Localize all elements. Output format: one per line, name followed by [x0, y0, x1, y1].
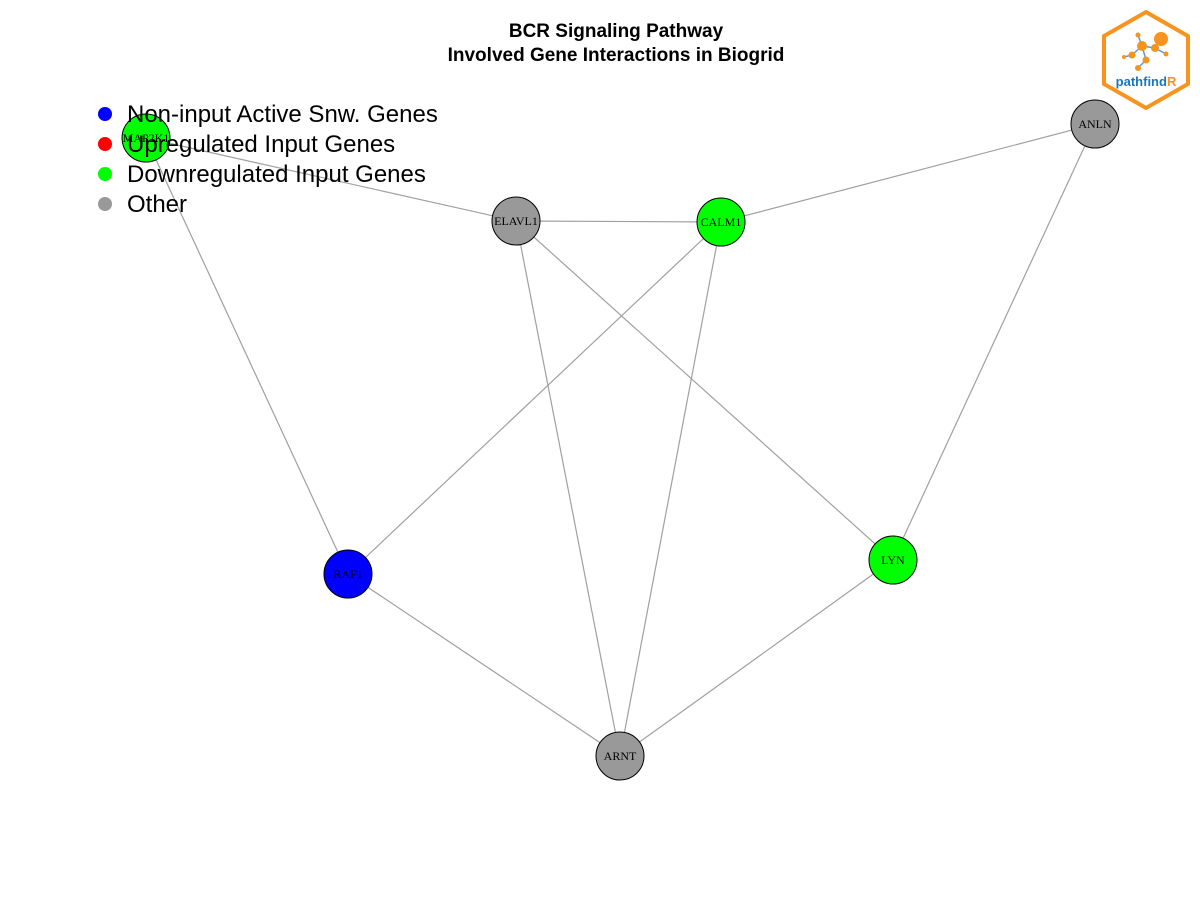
edge-elavl1-lyn: [515, 220, 894, 561]
edge-raf1-arnt: [347, 573, 621, 757]
legend-item-upregulated: Upregulated Input Genes: [98, 130, 438, 160]
logo-network-nodes: [1122, 32, 1169, 71]
legend-dot-red: [98, 137, 112, 151]
edge-lyn-arnt: [619, 559, 894, 757]
legend-label: Upregulated Input Genes: [127, 131, 396, 158]
edge-elavl1-calm1: [515, 220, 722, 223]
edges-layer: [145, 123, 1096, 757]
node-lyn: LYN: [868, 535, 918, 585]
node-arnt: ARNT: [595, 731, 645, 781]
edge-map2k1-elavl1: [145, 137, 517, 222]
node-label: ARNT: [604, 749, 637, 763]
node-circle: [1070, 99, 1120, 149]
legend-label: Other: [127, 191, 188, 218]
legend-label: Downregulated Input Genes: [127, 161, 426, 188]
edge-map2k1-raf1: [145, 137, 349, 575]
node-map2k1: MAP2K1: [121, 113, 171, 163]
node-label: CALM1: [701, 215, 742, 229]
node-circle: [595, 731, 645, 781]
node-elavl1: ELAVL1: [491, 196, 541, 246]
node-anln: ANLN: [1070, 99, 1120, 149]
legend-dot-green: [98, 167, 112, 181]
legend-dot-grey: [98, 197, 112, 211]
node-label: LYN: [881, 553, 905, 567]
edge-anln-lyn: [892, 123, 1096, 561]
node-label: ANLN: [1078, 117, 1112, 131]
node-raf1: RAF1: [323, 549, 373, 599]
edge-calm1-raf1: [347, 221, 722, 575]
legend-item-non-input: Non-input Active Snw. Genes: [98, 100, 438, 130]
edge-calm1-arnt: [619, 221, 722, 757]
legend-dot-blue: [98, 107, 112, 121]
node-calm1: CALM1: [696, 197, 746, 247]
node-circle: [323, 549, 373, 599]
node-circle: [491, 196, 541, 246]
logo-text: pathfindR: [1116, 74, 1177, 89]
pathfindr-logo: pathfindR: [1102, 9, 1190, 111]
legend-item-other: Other: [98, 190, 438, 220]
node-label: MAP2K1: [123, 131, 170, 145]
legend: Non-input Active Snw. Genes Upregulated …: [98, 100, 438, 220]
chart-title: BCR Signaling Pathway Involved Gene Inte…: [0, 20, 1200, 68]
node-label: ELAVL1: [494, 214, 538, 228]
edge-elavl1-arnt: [515, 220, 621, 757]
legend-item-downregulated: Downregulated Input Genes: [98, 160, 438, 190]
node-circle: [121, 113, 171, 163]
node-circle: [868, 535, 918, 585]
node-label: RAF1: [333, 567, 362, 581]
title-line-1: BCR Signaling Pathway: [508, 21, 724, 42]
legend-label: Non-input Active Snw. Genes: [127, 101, 438, 128]
edge-calm1-anln: [720, 123, 1096, 223]
node-circle: [696, 197, 746, 247]
title-line-2: Involved Gene Interactions in Biogrid: [447, 45, 785, 66]
